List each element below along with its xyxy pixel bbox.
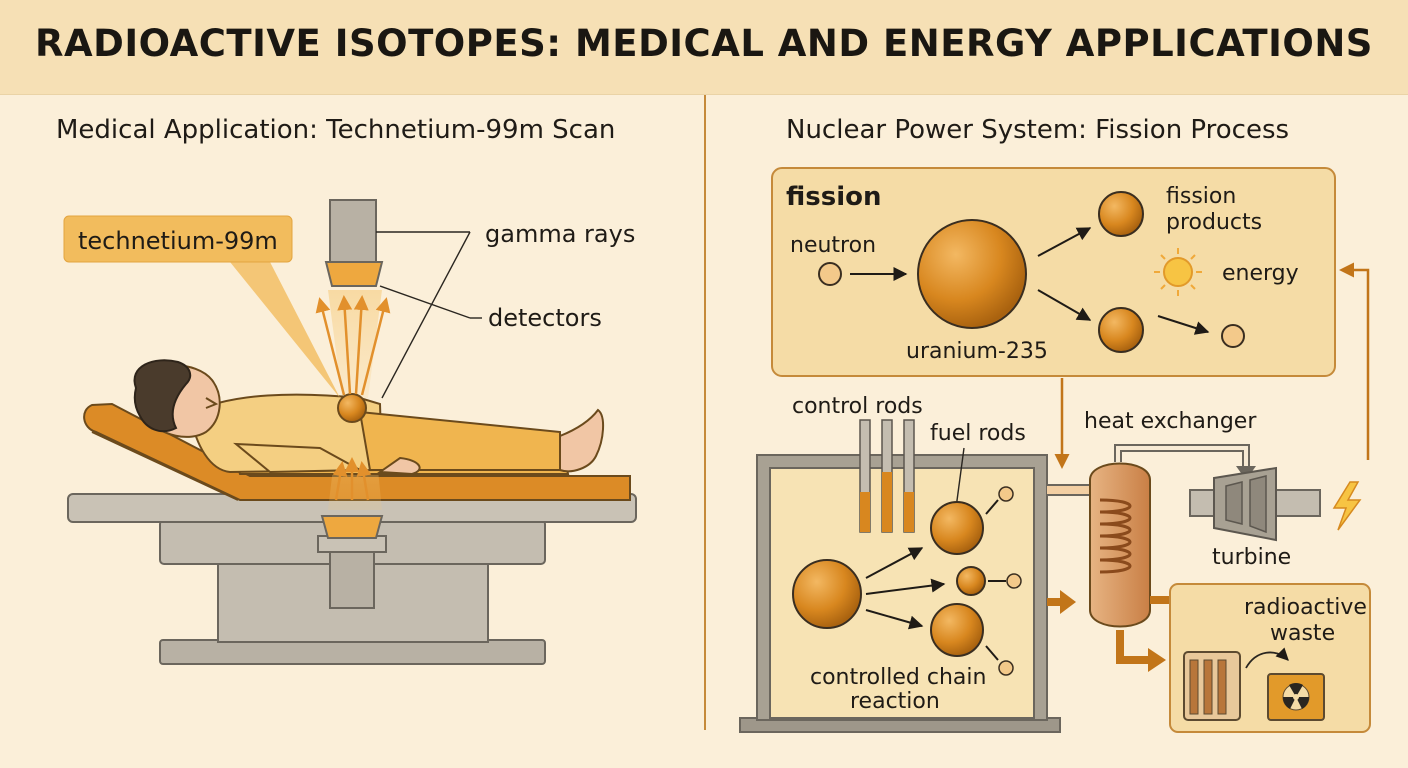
waste-label-2: waste [1270,621,1335,646]
label-detectors: detectors [488,304,602,332]
chain-label-2: reaction [850,689,940,714]
uranium-235-nucleus [917,219,1027,329]
nuclear-heading: Nuclear Power System: Fission Process [786,115,1290,145]
uranium-label: uranium-235 [906,339,1048,364]
chain-label-1: controlled chain [810,665,986,690]
released-neutron [1221,324,1245,348]
chain-reaction [792,486,1022,676]
heat-exchanger-label: heat exchanger [1084,409,1257,434]
energy-sun-icon [1154,248,1202,296]
waste-label-1: radioactive [1244,595,1367,620]
tracer-hotspot [337,393,367,423]
products-label-1: fission [1166,184,1236,209]
heat-exchanger [1089,444,1256,672]
control-rods [859,419,915,533]
upper-detector [324,199,384,287]
coolant-pipes [1047,484,1096,614]
leader-lines [376,231,482,399]
patient [133,359,604,476]
gamma-ray-arrows [315,295,391,501]
fission-product-1 [1098,191,1144,237]
electricity-bolt-icon [1332,481,1362,531]
fuel-rods-leader [955,447,965,509]
patient-bed [83,402,631,501]
isotope-tag-label: technetium-99m [78,227,278,255]
title-band [0,0,1408,95]
turbine-label: turbine [1212,545,1291,570]
control-rods-label: control rods [792,394,923,419]
fission-product-2 [1098,307,1144,353]
fuel-rods-label: fuel rods [930,421,1026,446]
isotope-tag: technetium-99m [63,215,340,398]
waste-box [1169,583,1371,733]
products-label-2: products [1166,210,1262,235]
neutron-particle [818,262,842,286]
medical-heading: Medical Application: Technetium-99m Scan [56,115,616,145]
energy-label: energy [1222,261,1299,286]
page-title: RADIOACTIVE ISOTOPES: MEDICAL AND ENERGY… [35,22,1373,65]
label-gamma-rays: gamma rays [485,220,635,248]
fission-title: fission [786,182,882,212]
feedback-arrow [1339,262,1370,460]
turbine-icon [1189,466,1321,542]
neutron-label: neutron [790,233,876,258]
lower-detector [317,515,387,609]
fission-box: fission neutron uranium-235 fission prod… [771,167,1336,377]
